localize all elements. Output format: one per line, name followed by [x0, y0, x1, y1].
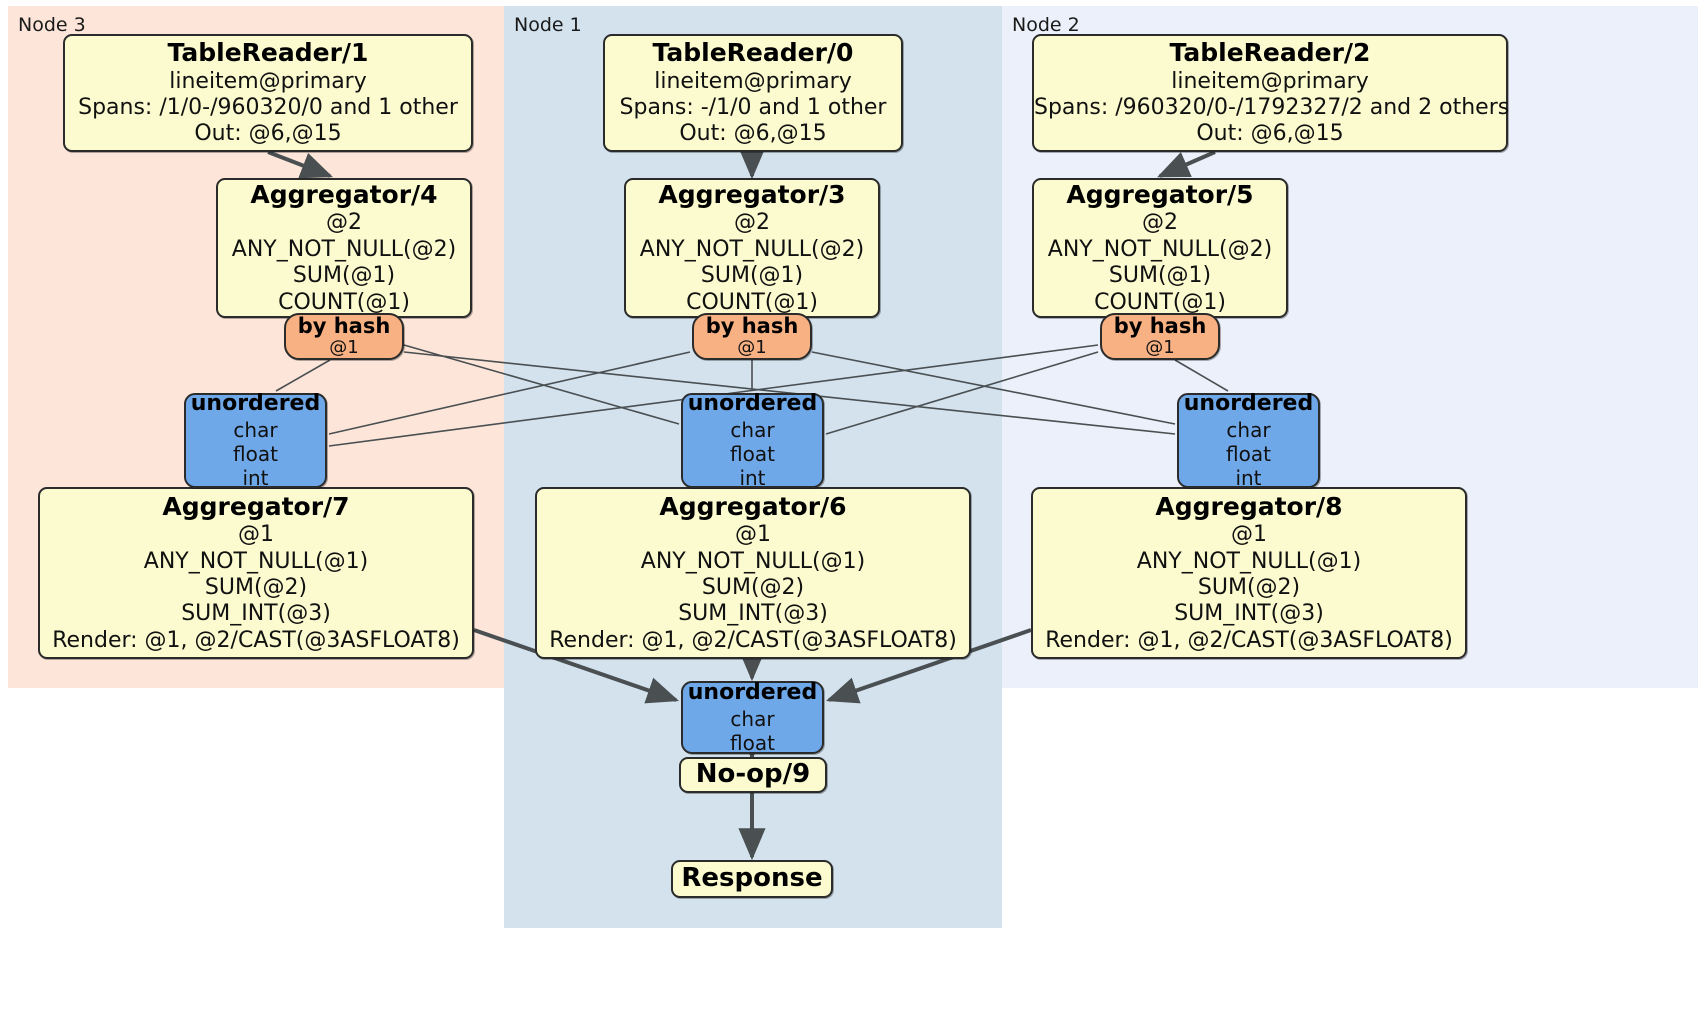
processor-detail-line: Out: @6,@15 [194, 121, 342, 147]
processor-detail-line: Render: @1, @2/CAST(@3ASFLOAT8) [52, 627, 460, 653]
processor-detail-line: Render: @1, @2/CAST(@3ASFLOAT8) [549, 627, 957, 653]
processor-detail-line: ANY_NOT_NULL(@1) [143, 548, 369, 574]
processor-title: Aggregator/6 [659, 491, 847, 521]
synchronizer-title: unordered [687, 680, 818, 706]
synchronizer-type-line: char [730, 706, 775, 731]
processor-detail-line: SUM(@1) [292, 263, 396, 289]
processor-detail-line: lineitem@primary [169, 68, 367, 94]
processor-detail-line: lineitem@primary [654, 68, 852, 94]
synchronizer-title: unordered [687, 391, 818, 417]
processor-detail-line: COUNT(@1) [686, 289, 818, 315]
processor-detail-line: COUNT(@1) [1094, 289, 1226, 315]
synchronizer-type-line: int [739, 465, 766, 490]
processor-detail-line: ANY_NOT_NULL(@2) [1047, 236, 1273, 262]
processor-detail-line: @1 [735, 522, 771, 548]
processor-title: Response [681, 863, 823, 894]
processor-title: Aggregator/3 [658, 179, 846, 209]
synchronizer-type-line: int [242, 465, 269, 490]
processor-detail-line: COUNT(@1) [278, 289, 410, 315]
processor-detail-line: @1 [1231, 522, 1267, 548]
synchronizer-type-line: char [730, 417, 775, 442]
synchronizer-type-line: float [233, 441, 278, 466]
processor-detail-line: Spans: /960320/0-/1792327/2 and 2 others [1034, 95, 1510, 121]
processor-detail-line: SUM(@2) [204, 575, 308, 601]
router-by-hash-4[interactable]: by hash@1 [284, 313, 404, 360]
processor-detail-line: SUM_INT(@3) [678, 601, 828, 627]
synchronizer-type-line: float [1226, 441, 1271, 466]
processor-title: TableReader/0 [652, 38, 854, 68]
node-lane-label: Node 2 [1012, 14, 1080, 36]
processor-detail-line: SUM(@1) [1108, 263, 1212, 289]
processor-detail-line: SUM(@2) [1197, 575, 1301, 601]
processor-detail-line: lineitem@primary [1171, 68, 1369, 94]
router-column: @1 [1145, 337, 1175, 359]
synchronizer-type-line: char [1226, 417, 1271, 442]
synchronizer-title: unordered [190, 391, 321, 417]
processor-detail-line: ANY_NOT_NULL(@1) [640, 548, 866, 574]
node-lane-label: Node 3 [18, 14, 86, 36]
router-by-hash-5[interactable]: by hash@1 [1100, 313, 1220, 360]
processor-detail-line: @1 [238, 522, 274, 548]
processor-detail-line: SUM_INT(@3) [1174, 601, 1324, 627]
processor-noop-9[interactable]: No-op/9 [679, 757, 827, 793]
router-column: @1 [329, 337, 359, 359]
processor-detail-line: Out: @6,@15 [679, 121, 827, 147]
processor-detail-line: ANY_NOT_NULL(@2) [639, 236, 865, 262]
synchronizer-type-line: float [730, 730, 775, 755]
synchronizer-type-line: char [233, 417, 278, 442]
processor-title: TableReader/1 [167, 38, 369, 68]
processor-detail-line: SUM(@1) [700, 263, 804, 289]
router-by-hash-3[interactable]: by hash@1 [692, 313, 812, 360]
processor-detail-line: @2 [326, 210, 362, 236]
synchronizer-type-line: int [1235, 465, 1262, 490]
router-column: @1 [737, 337, 767, 359]
processor-title: Aggregator/5 [1066, 179, 1254, 209]
processor-detail-line: Spans: /1/0-/960320/0 and 1 other [78, 95, 458, 121]
router-title: by hash [1113, 314, 1207, 339]
processor-title: Aggregator/8 [1155, 491, 1343, 521]
processor-detail-line: Render: @1, @2/CAST(@3ASFLOAT8) [1045, 627, 1453, 653]
processor-detail-line: ANY_NOT_NULL(@2) [231, 236, 457, 262]
processor-title: TableReader/2 [1169, 38, 1371, 68]
router-title: by hash [297, 314, 391, 339]
router-title: by hash [705, 314, 799, 339]
processor-detail-line: SUM_INT(@3) [181, 601, 331, 627]
processor-detail-line: ANY_NOT_NULL(@1) [1136, 548, 1362, 574]
synchronizer-type-line: float [730, 441, 775, 466]
processor-detail-line: @2 [1142, 210, 1178, 236]
processor-response[interactable]: Response [671, 860, 833, 898]
synchronizer-title: unordered [1183, 391, 1314, 417]
processor-detail-line: SUM(@2) [701, 575, 805, 601]
processor-detail-line: @2 [734, 210, 770, 236]
processor-title: No-op/9 [695, 759, 811, 790]
processor-detail-line: Out: @6,@15 [1196, 121, 1344, 147]
node-lane-label: Node 1 [514, 14, 582, 36]
processor-title: Aggregator/7 [162, 491, 350, 521]
processor-title: Aggregator/4 [250, 179, 438, 209]
processor-detail-line: Spans: -/1/0 and 1 other [619, 95, 887, 121]
